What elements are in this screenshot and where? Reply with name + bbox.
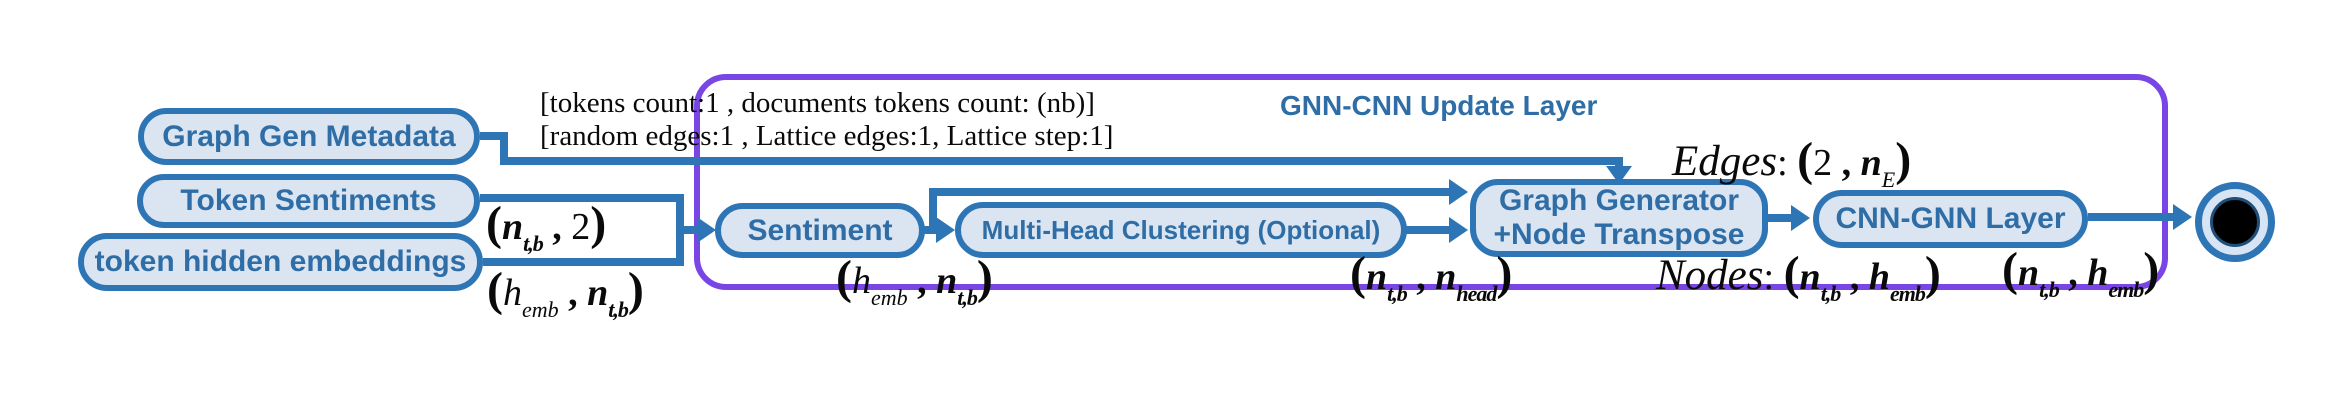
nodes-shape-label: Nodes: (nt,b , hemb) — [1656, 247, 1941, 306]
input-pill-graph-gen-metadata-label: Graph Gen Metadata — [162, 119, 456, 153]
connector-metadata-down — [1615, 157, 1623, 168]
tuple-after-clustering: (nt,b , nhead) — [1350, 247, 1513, 306]
tuple-token-embeddings: (hemb , nt,b) — [487, 263, 644, 322]
input-pill-token-sentiments-label: Token Sentiments — [180, 184, 437, 217]
arrowhead-bypass-into-generator — [1449, 179, 1468, 205]
connector-sentiments-run — [480, 194, 680, 202]
connector-join-vertical — [676, 194, 684, 266]
connector-metadata-run — [500, 157, 1623, 165]
arrowhead-into-cnn — [1791, 205, 1810, 231]
tuple-token-sentiments: (nt,b , 2) — [486, 197, 607, 256]
arrowhead-into-clustering — [936, 217, 955, 243]
input-pill-graph-gen-metadata: Graph Gen Metadata — [138, 108, 480, 165]
node-pill-sentiment-label: Sentiment — [747, 213, 893, 247]
container-title: GNN-CNN Update Layer — [1280, 90, 1598, 121]
connector-generator-to-cnn — [1768, 214, 1792, 222]
input-pill-token-hidden-embeddings: token hidden embeddings — [78, 233, 483, 291]
connector-cnn-to-final — [2088, 213, 2174, 221]
arrowhead-into-sentiment — [697, 217, 716, 243]
edges-shape-label: Edges: (2 , nE) — [1672, 133, 1912, 192]
tuple-after-sentiment: (hemb , nt,b) — [836, 251, 993, 310]
input-pill-token-hidden-embeddings-label: token hidden embeddings — [94, 245, 467, 278]
connector-metadata-stub — [480, 132, 508, 140]
node-pill-multi-head-clustering: Multi-Head Clustering (Optional) — [955, 202, 1407, 258]
final-state-inner-dot — [2210, 197, 2260, 247]
final-state-node — [2195, 182, 2275, 262]
node-pill-cnn-gnn-layer-label: CNN-GNN Layer — [1835, 202, 2066, 235]
metadata-annotation-line1: [tokens count:1 , documents tokens count… — [540, 87, 1095, 119]
tuple-output: (nt,b , hemb) — [2002, 243, 2160, 302]
arrowhead-into-generator — [1449, 217, 1468, 243]
connector-embeddings-run — [483, 258, 680, 266]
node-pill-cnn-gnn-layer: CNN-GNN Layer — [1813, 190, 2088, 248]
connector-bypass-run — [929, 188, 1449, 196]
connector-join-stub — [682, 226, 698, 234]
input-pill-token-sentiments: Token Sentiments — [137, 174, 480, 228]
node-pill-multi-head-clustering-label: Multi-Head Clustering (Optional) — [981, 214, 1381, 245]
connector-bypass-up — [929, 191, 937, 231]
node-pill-sentiment: Sentiment — [715, 203, 925, 258]
connector-metadata-drop — [500, 132, 508, 165]
node-pill-graph-generator-line2: +Node Transpose — [1493, 218, 1745, 251]
node-pill-graph-generator: Graph Generator +Node Transpose — [1470, 179, 1768, 257]
gnn-cnn-update-layer-container — [694, 74, 2168, 290]
node-pill-graph-generator-line1: Graph Generator — [1498, 184, 1740, 217]
arrowhead-into-final — [2173, 204, 2192, 230]
connector-clustering-to-generator — [1405, 226, 1449, 234]
metadata-annotation-line2: [random edges:1 , Lattice edges:1, Latti… — [540, 120, 1114, 152]
